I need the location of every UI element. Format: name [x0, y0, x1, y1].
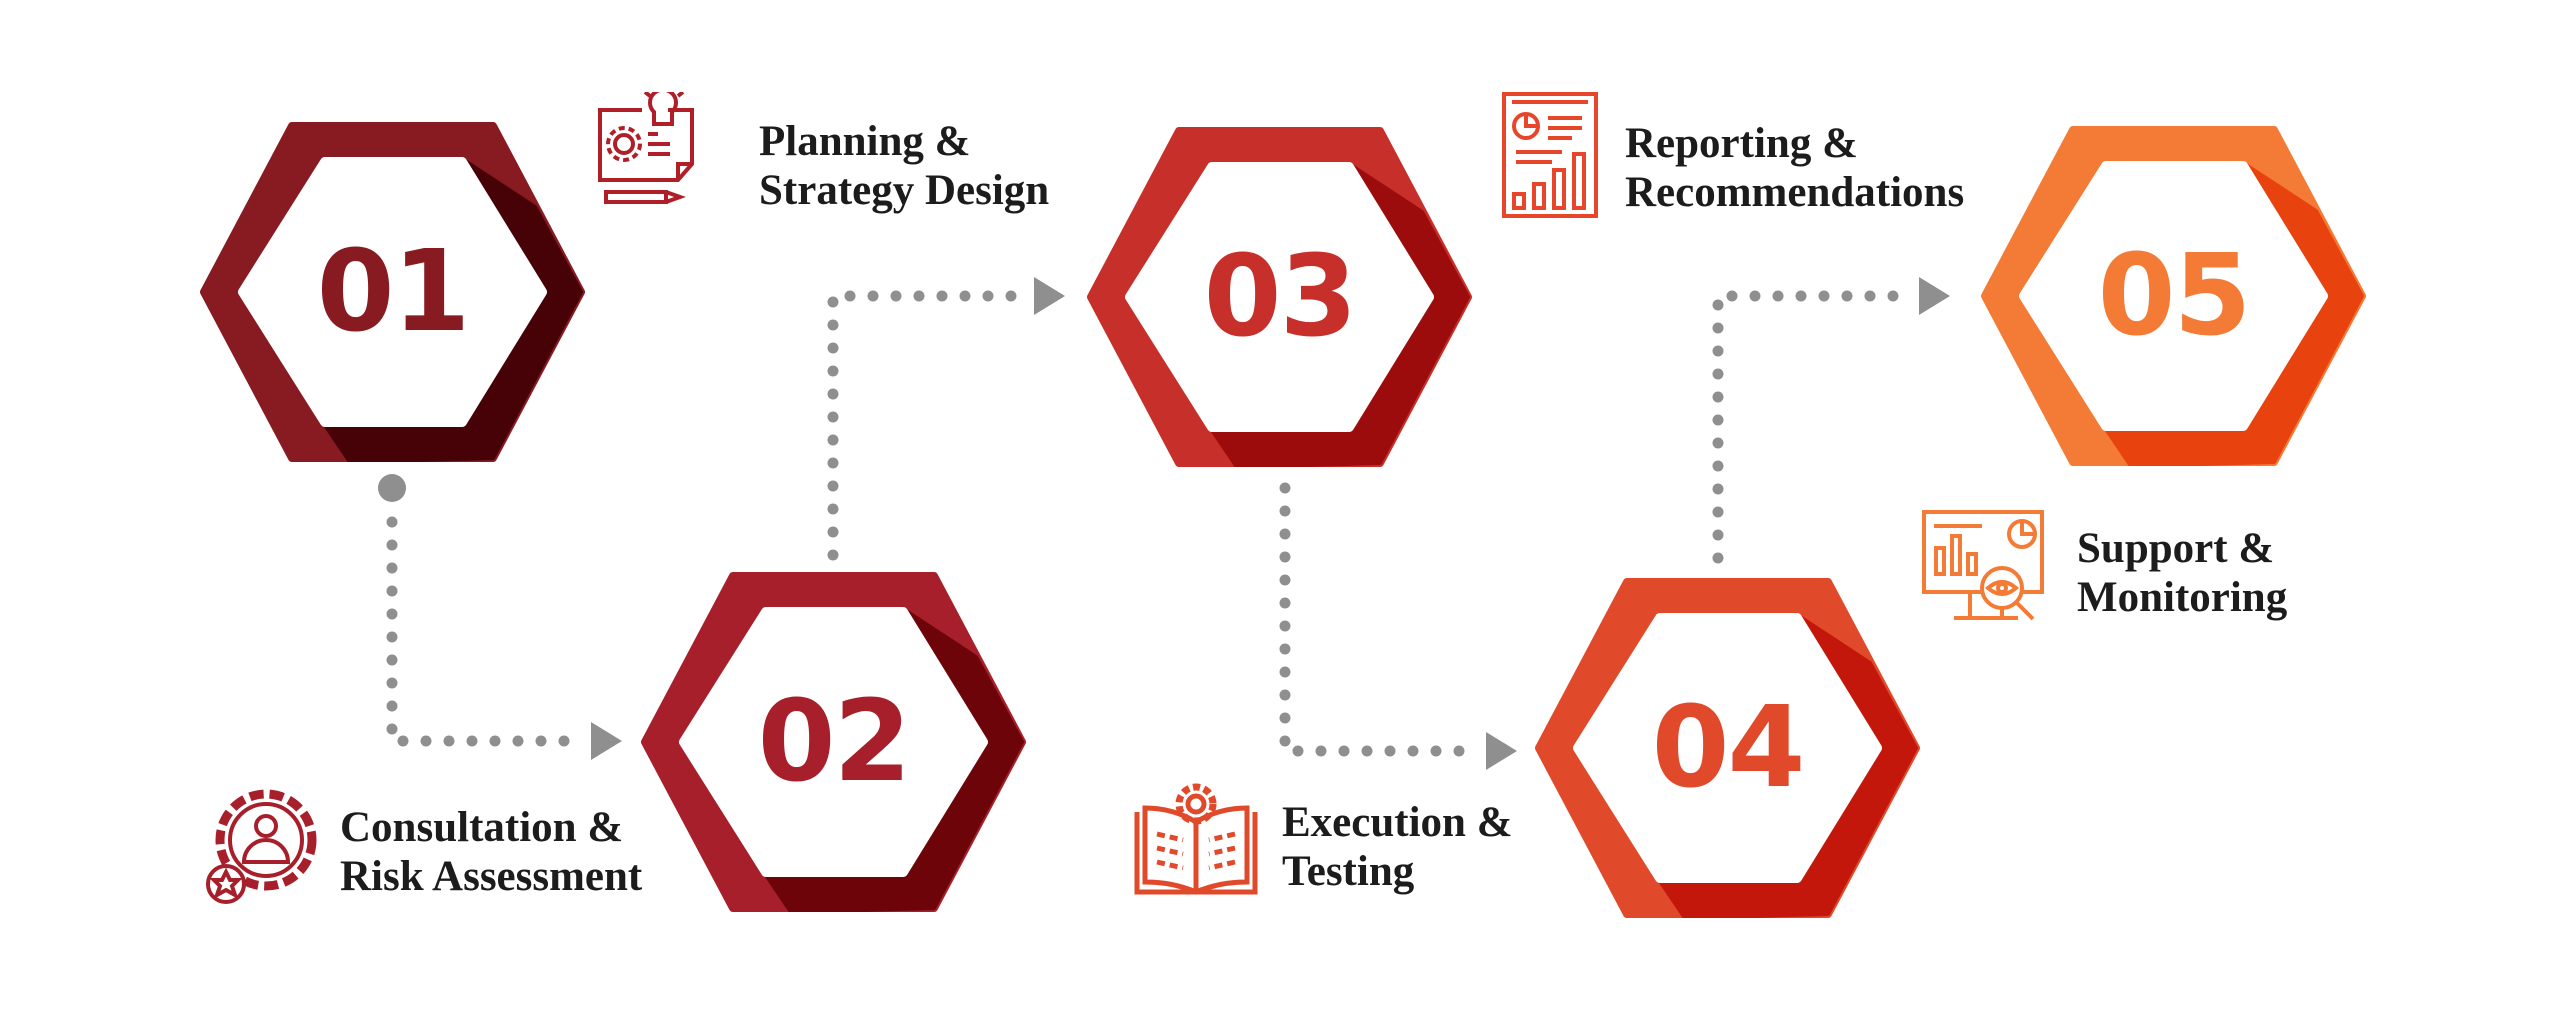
- label-line: Planning &: [759, 118, 971, 165]
- step-hexagon-03: 03: [1087, 127, 1472, 467]
- step-hexagon-01: 01: [200, 122, 585, 462]
- planning-whiteboard-icon: [598, 92, 694, 204]
- step-label-03: Execution & Testing: [1282, 798, 1513, 896]
- hexagon-inner: [2019, 161, 2328, 431]
- arrow-head-icon: [1919, 277, 1950, 315]
- step-number: 02: [757, 677, 912, 807]
- hexagon-inner: [1125, 162, 1434, 432]
- hexagon-shape: [1981, 126, 2366, 466]
- step-label-02: Consultation & Risk Assessment: [340, 803, 642, 901]
- connector-04-05: [1712, 290, 1912, 564]
- label-line: Risk Assessment: [340, 853, 643, 900]
- arrow-head-icon: [591, 722, 622, 760]
- step-number: 05: [2097, 231, 2252, 361]
- label-line: Support &: [2077, 525, 2275, 572]
- report-chart-icon: [1502, 92, 1598, 218]
- hexagon-inner: [679, 607, 988, 877]
- step-hexagon-02: 02: [641, 572, 1026, 912]
- gear-person-icon: [206, 789, 317, 904]
- connector-01-02: [386, 516, 584, 747]
- hexagon-shape: [641, 572, 1026, 912]
- label-line: Recommendations: [1625, 169, 1965, 216]
- connector-03-04: [1279, 482, 1481, 757]
- label-line: Strategy Design: [759, 167, 1050, 214]
- step-hexagon-05: 05: [1981, 126, 2366, 466]
- label-line: Execution &: [1282, 799, 1513, 846]
- step-hexagon-04: 04: [1535, 578, 1920, 918]
- hexagon-inner: [238, 157, 547, 427]
- label-line: Reporting &: [1625, 120, 1858, 167]
- label-line: Consultation &: [340, 804, 624, 851]
- step-number: 04: [1651, 683, 1806, 813]
- arrow-head-icon: [1486, 732, 1517, 770]
- connector-02-03: [827, 290, 1026, 561]
- step-number: 01: [316, 227, 471, 357]
- arrow-head-icon: [1034, 277, 1065, 315]
- connector-start-dot: [378, 474, 406, 502]
- monitor-eye-icon: [1922, 510, 2044, 621]
- label-line: Testing: [1282, 848, 1415, 895]
- step-label-05: Support & Monitoring: [2077, 524, 2287, 622]
- step-label-04: Reporting & Recommendations: [1625, 119, 1964, 217]
- hexagon-inner: [1573, 613, 1882, 883]
- hexagon-shape: [200, 122, 585, 462]
- step-number: 03: [1203, 232, 1358, 362]
- step-label-01: Planning & Strategy Design: [759, 117, 1049, 215]
- hexagon-shape: [1535, 578, 1920, 918]
- book-gear-icon: [1134, 783, 1258, 895]
- hexagon-shape: [1087, 127, 1472, 467]
- label-line: Monitoring: [2077, 574, 2288, 621]
